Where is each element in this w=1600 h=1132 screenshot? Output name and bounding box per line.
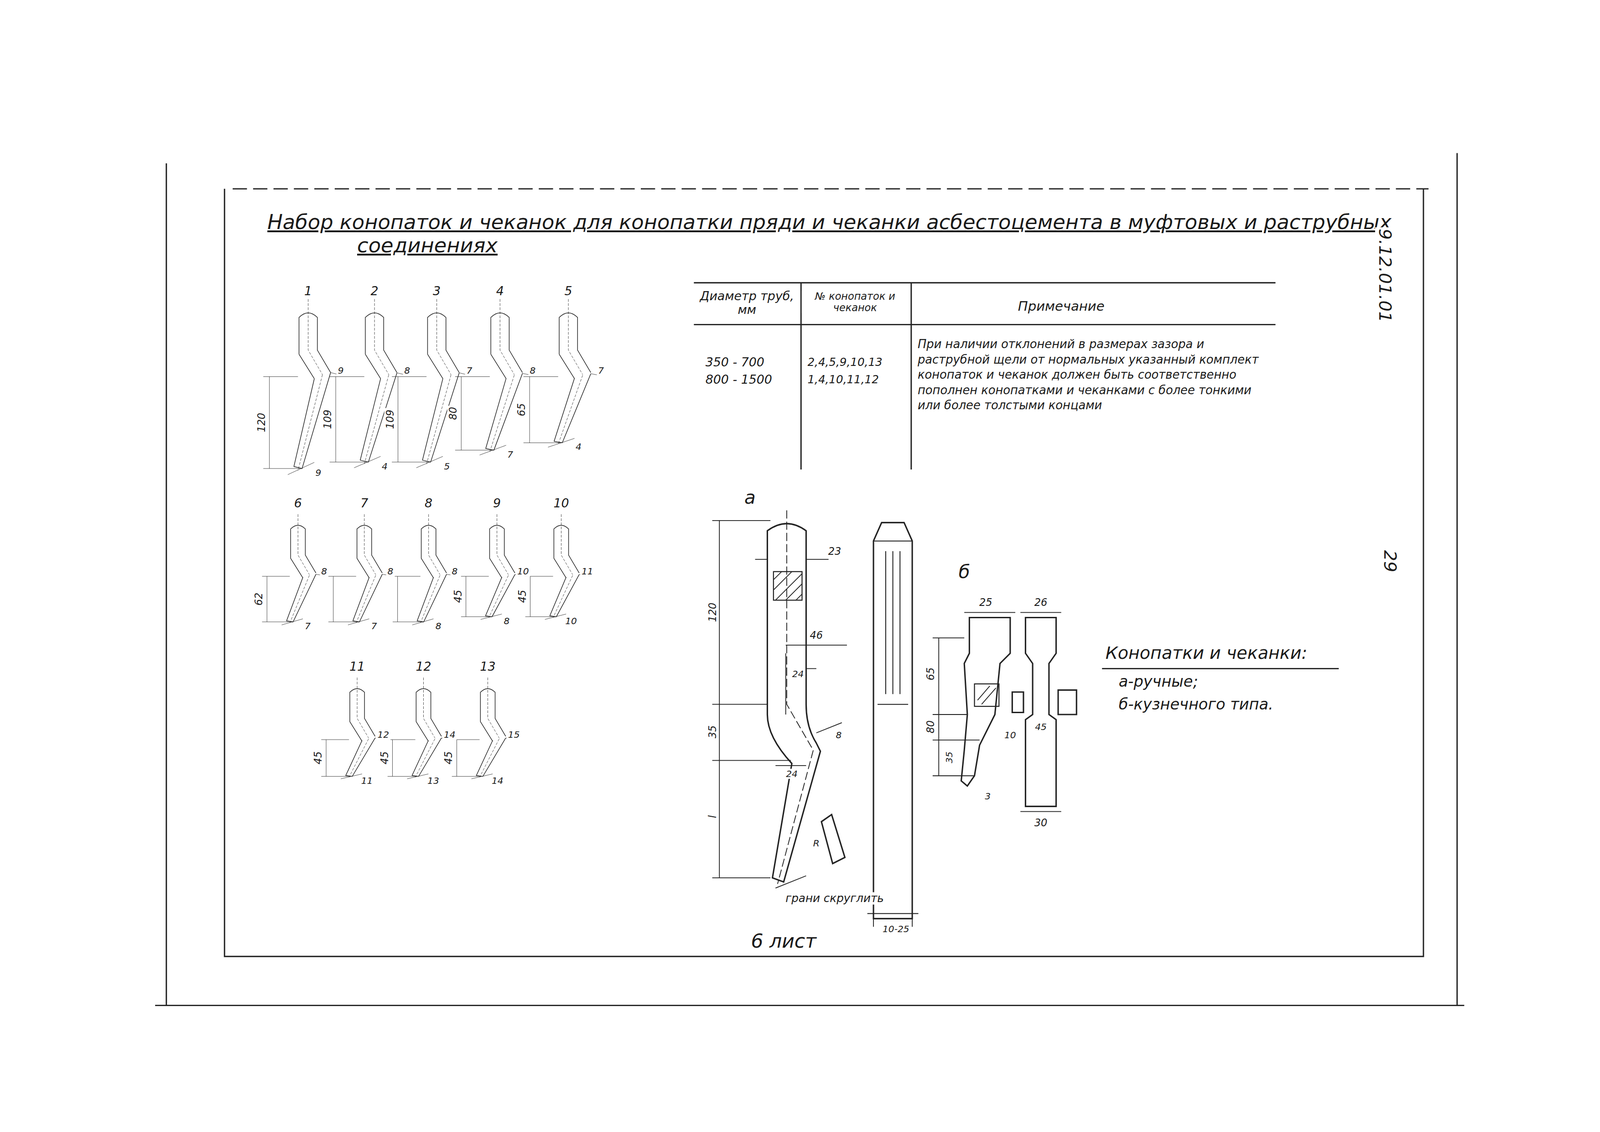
size-mark: 8 — [319, 566, 329, 577]
note-text: При наличии отклонений в размерах зазора… — [916, 336, 1279, 413]
size-mark: 10 — [515, 566, 531, 577]
callout-number: 5 — [563, 284, 574, 298]
size-mark: 7 — [505, 448, 515, 459]
callout-number: 11 — [348, 659, 367, 674]
callout-number: 3 — [431, 284, 442, 298]
dimension-value: 109 — [322, 408, 334, 431]
caption-heading: Конопатки и чеканки: — [1104, 643, 1310, 663]
size-mark: 12 — [375, 729, 391, 740]
caption-text: б-кузнечного типа. — [1117, 695, 1275, 713]
dimension-value: R — [811, 837, 821, 848]
size-mark: 8 — [450, 566, 460, 577]
dimension-value: 10 — [1002, 729, 1018, 740]
dimension-value: 3 — [983, 790, 993, 801]
dimension-value: 62 — [253, 591, 265, 607]
size-mark: 7 — [369, 620, 379, 631]
callout-number: 9 — [491, 496, 503, 510]
dimension-value: 80 — [924, 718, 937, 735]
size-mark: 13 — [425, 775, 441, 786]
dimension-value: 25 — [977, 596, 994, 608]
dimension-value: 46 — [808, 628, 825, 641]
dimension-value: 80 — [447, 405, 459, 421]
document-code: 9.12.01.01 — [1375, 227, 1395, 324]
callout-number: 4 — [494, 284, 506, 298]
sheet-number: 6 лист — [749, 929, 818, 952]
size-mark: 4 — [574, 441, 583, 452]
table-cell: 800 - 1500 — [704, 372, 774, 387]
size-mark: 11 — [359, 775, 375, 786]
size-mark: 9 — [314, 467, 323, 478]
dimension-value: 120 — [255, 411, 267, 434]
dimension-value: l — [706, 813, 718, 820]
size-mark: 9 — [336, 365, 346, 376]
dimension-value: 8 — [834, 729, 844, 740]
dimension-value: 65 — [924, 665, 937, 681]
dimension-value: 24 — [784, 768, 800, 779]
dimension-value: 26 — [1033, 596, 1049, 608]
callout-number: 2 — [369, 284, 380, 298]
size-mark: 7 — [596, 365, 606, 376]
size-mark: 7 — [303, 620, 312, 631]
view-letter: а — [742, 486, 758, 507]
size-mark: 10 — [563, 615, 579, 626]
page-number: 29 — [1380, 548, 1400, 574]
callout-number: 6 — [292, 496, 304, 510]
dimension-value: 24 — [790, 668, 806, 679]
dimension-value: 45 — [312, 749, 324, 766]
size-mark: 15 — [506, 729, 522, 740]
dimension-value: 120 — [706, 601, 718, 624]
table-cell: 350 - 700 — [704, 355, 766, 369]
size-mark: 11 — [580, 566, 595, 577]
dimension-value: 45 — [378, 749, 390, 766]
caption-text: а-ручные; — [1117, 673, 1200, 691]
note-text: грани скруглить — [784, 891, 885, 904]
size-mark: 8 — [502, 615, 512, 626]
size-mark: 8 — [402, 365, 412, 376]
callout-number: 12 — [414, 659, 433, 674]
dimension-value: 45 — [516, 588, 528, 604]
size-mark: 8 — [434, 620, 443, 631]
table-header: Диаметр труб, мм — [694, 289, 800, 317]
callout-number: 8 — [423, 496, 434, 510]
table-cell: 1,4,10,11,12 — [805, 373, 880, 386]
callout-number: 13 — [478, 659, 497, 674]
dimension-value: 45 — [442, 749, 455, 766]
size-mark: 14 — [442, 729, 458, 740]
dimension-value: 35 — [706, 723, 718, 740]
size-mark: 5 — [442, 461, 452, 472]
table-header: № конопаток и чеканок — [801, 290, 909, 314]
callout-number: 1 — [302, 284, 314, 298]
view-letter: б — [957, 561, 972, 582]
dimension-value: 65 — [515, 401, 528, 418]
table-header: Примечание — [1016, 298, 1107, 314]
size-mark: 4 — [380, 461, 390, 472]
callout-number: 7 — [358, 496, 370, 510]
size-mark: 8 — [528, 365, 537, 376]
callout-number: 10 — [551, 496, 571, 510]
dimension-value: 10-25 — [881, 923, 911, 934]
size-mark: 8 — [386, 566, 395, 577]
dimension-value: 109 — [384, 408, 396, 431]
table-cell: 2,4,5,9,10,13 — [805, 356, 884, 369]
size-mark: 7 — [465, 365, 474, 376]
dimension-value: 35 — [944, 749, 955, 765]
dimension-value: 45 — [1033, 721, 1049, 732]
dimension-value: 23 — [826, 545, 843, 557]
size-mark: 14 — [490, 775, 505, 786]
dimension-value: 30 — [1033, 816, 1049, 829]
dimension-value: 45 — [451, 588, 464, 604]
sheet-title: Набор конопаток и чеканок для конопатки … — [267, 210, 1429, 258]
